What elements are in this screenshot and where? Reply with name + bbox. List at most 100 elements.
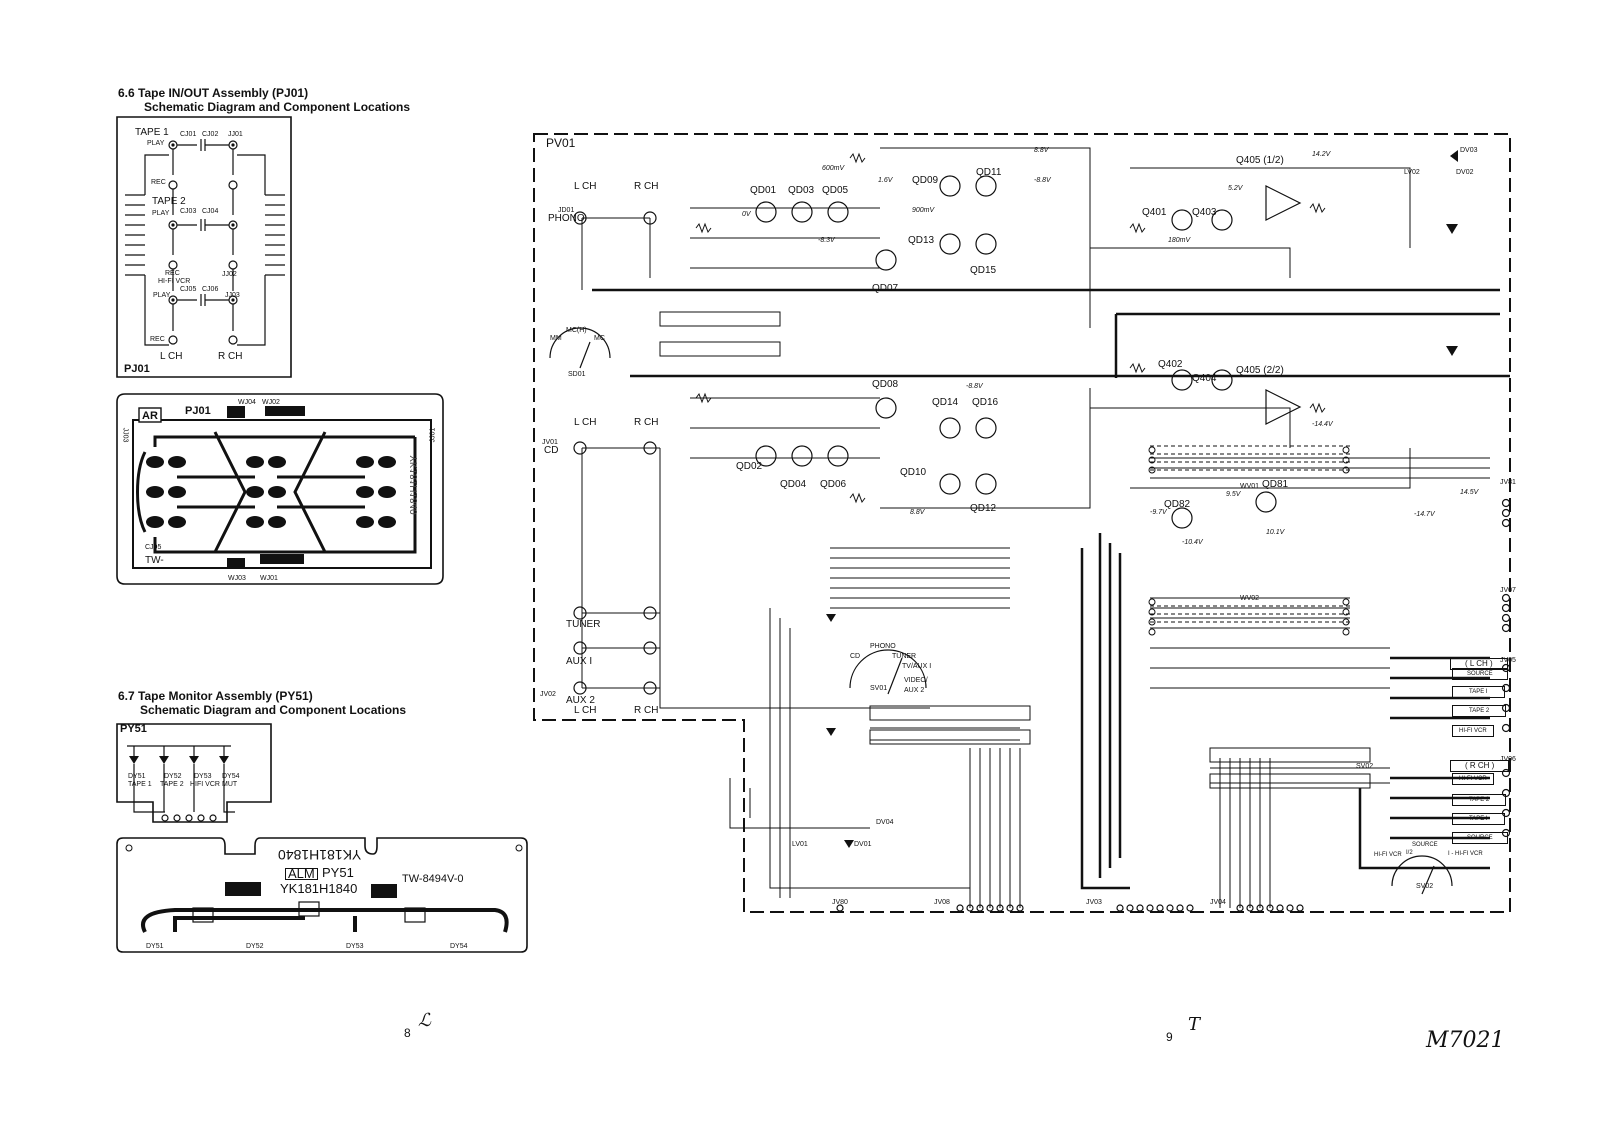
py51-schematic xyxy=(116,723,272,823)
pj01-rch-label: R CH xyxy=(218,351,243,362)
pj01-cj06-label: CJ06 xyxy=(202,286,219,293)
pv01-qd02: QD02 xyxy=(736,461,763,472)
pv01-tuner-label: TUNER xyxy=(566,619,601,630)
pv01-sv02: SV02 xyxy=(1356,763,1374,770)
pj01-tape1-label: TAPE 1 xyxy=(135,127,169,138)
pj01-schematic xyxy=(116,116,292,378)
pv01-board-label: PV01 xyxy=(546,136,576,150)
pv01-v12: 900mV xyxy=(912,207,935,214)
pv01-rch-row-3: TAPE I xyxy=(1452,813,1505,825)
pj01-cj01-label: CJ01 xyxy=(180,131,197,138)
pv01-jv01: JV01 xyxy=(542,439,558,446)
pv01-dv01: DV01 xyxy=(854,841,872,848)
pj01-pcb-wj02: WJ02 xyxy=(262,399,280,406)
pv01-v2: -8.8V xyxy=(1034,177,1051,184)
py51-pcb-dy54: DY54 xyxy=(450,943,468,950)
jv07-pins xyxy=(1501,593,1511,633)
pv01-qd11: QD11 xyxy=(976,167,1002,178)
pj01-pcb-wj01: WJ01 xyxy=(260,575,278,582)
py51-led-1-ref: DY51 xyxy=(128,773,146,780)
pj01-cj03-label: CJ03 xyxy=(180,208,197,215)
pv01-dv02: DV02 xyxy=(1456,169,1474,176)
page-number-left: 8 xyxy=(404,1026,411,1040)
pv01-sel-cd: CD xyxy=(850,653,861,660)
pv01-v7: 14.5V xyxy=(1460,489,1479,496)
pv01-lv02: LV02 xyxy=(1404,169,1420,176)
pj01-title: 6.6 Tape IN/OUT Assembly (PJ01) xyxy=(118,86,309,100)
pv01-qd12: QD12 xyxy=(970,503,997,514)
pv01-v9: 5.2V xyxy=(1228,185,1243,192)
pv01-sel-tuner: TUNER xyxy=(892,653,917,660)
pv01-aux2-lch: L CH xyxy=(574,705,597,716)
pv01-rch-row-1: HI-FI VCR xyxy=(1452,773,1494,785)
py51-pcb xyxy=(116,837,528,953)
pj01-heading: 6.6 Tape IN/OUT Assembly (PJ01) Schemati… xyxy=(118,86,410,114)
pv01-dv04: DV04 xyxy=(876,819,894,826)
pj01-pcb-part: YK181H1840 xyxy=(408,455,420,515)
pv01-qd16: QD16 xyxy=(972,397,999,408)
pv01-dv03: DV03 xyxy=(1460,147,1478,154)
pj01-pcb-jj01: JJ01 xyxy=(429,427,437,443)
pv01-v18: 8.8V xyxy=(910,509,925,516)
pv01-jd01: JD01 xyxy=(558,207,575,214)
pv01-jv06: JV06 xyxy=(1500,756,1516,763)
pv01-v19: -8.8V xyxy=(966,383,983,390)
pv01-aux1-label: AUX I xyxy=(566,656,593,667)
pj01-pcb-wj03: WJ03 xyxy=(228,575,246,582)
pv01-lch-row-1: SOURCE xyxy=(1452,668,1508,680)
py51-pcb-dy51: DY51 xyxy=(146,943,164,950)
pv01-jv80: JV80 xyxy=(832,899,848,906)
initials-right: T xyxy=(1188,1014,1201,1035)
pv01-jv08: JV08 xyxy=(934,899,950,906)
pv01-q403: Q403 xyxy=(1192,207,1217,218)
pv01-qd01: QD01 xyxy=(750,185,777,196)
pv01-v6: -9.7V xyxy=(1150,509,1167,516)
pv01-src-ref: SV02 xyxy=(1416,883,1434,890)
pv01-v5: 9.5V xyxy=(1226,491,1241,498)
pv01-rch-title: ( R CH ) xyxy=(1450,760,1510,772)
py51-pcb-mirror: YK181H1840 xyxy=(278,847,362,863)
pv01-cd-label: CD xyxy=(544,445,559,456)
py51-title: 6.7 Tape Monitor Assembly (PY51) xyxy=(118,689,313,703)
pv01-qd14: QD14 xyxy=(932,397,959,408)
py51-pcb-board: PY51 xyxy=(322,865,354,880)
pv01-v15: 0V xyxy=(742,211,751,218)
pv01-qd10: QD10 xyxy=(900,467,927,478)
pv01-sel-ref: SV01 xyxy=(870,685,888,692)
pv01-mc-ref: SD01 xyxy=(568,371,586,378)
pv01-jv02: JV02 xyxy=(540,691,556,698)
py51-led-3-label: HIFI VCR xyxy=(190,781,220,788)
jv81-pins xyxy=(1501,498,1511,528)
pj01-rec1-label: REC xyxy=(151,179,166,186)
jv06-pins xyxy=(1501,768,1511,838)
pv01-lv01: LV01 xyxy=(792,841,808,848)
pv01-schematic xyxy=(533,133,1511,913)
pj01-pcb-pj01: PJ01 xyxy=(185,405,211,417)
pv01-qd13: QD13 xyxy=(908,235,935,246)
pv01-mc-mm: MM xyxy=(550,335,562,342)
pv01-qd06: QD06 xyxy=(820,479,847,490)
pv01-v8: -14.7V xyxy=(1414,511,1435,518)
pv01-qd04: QD04 xyxy=(780,479,807,490)
py51-subtitle: Schematic Diagram and Component Location… xyxy=(140,703,407,717)
pv01-cd-lch: L CH xyxy=(574,417,597,428)
pj01-subtitle: Schematic Diagram and Component Location… xyxy=(144,100,411,114)
pv01-sel-video: VIDEO/ AUX 2 xyxy=(904,677,928,694)
pv01-q405a: Q405 (1/2) xyxy=(1236,155,1284,166)
pv01-src-hifi-r: I - HI-FI VCR xyxy=(1448,851,1483,857)
pj01-pcb xyxy=(116,393,444,585)
pj01-pcb-wj04: WJ04 xyxy=(238,399,256,406)
py51-led-1-label: TAPE 1 xyxy=(128,781,152,788)
pv01-qd81: QD81 xyxy=(1262,479,1289,490)
pv01-v17: -10.4V xyxy=(1182,539,1203,546)
pj01-jj02-label: JJ02 xyxy=(222,271,237,278)
pv01-lch-title: ( L CH ) xyxy=(1450,658,1508,670)
pv01-qd09: QD09 xyxy=(912,175,939,186)
pj01-cj02-label: CJ02 xyxy=(202,131,219,138)
pv01-src-source: SOURCE xyxy=(1412,842,1438,848)
wv01-pins xyxy=(1148,446,1350,474)
pv01-v1: 8.8V xyxy=(1034,147,1049,154)
py51-led-4-label: MUT xyxy=(222,781,238,788)
pv01-jv03: JV03 xyxy=(1086,899,1102,906)
pv01-qd07: QD07 xyxy=(872,283,899,294)
